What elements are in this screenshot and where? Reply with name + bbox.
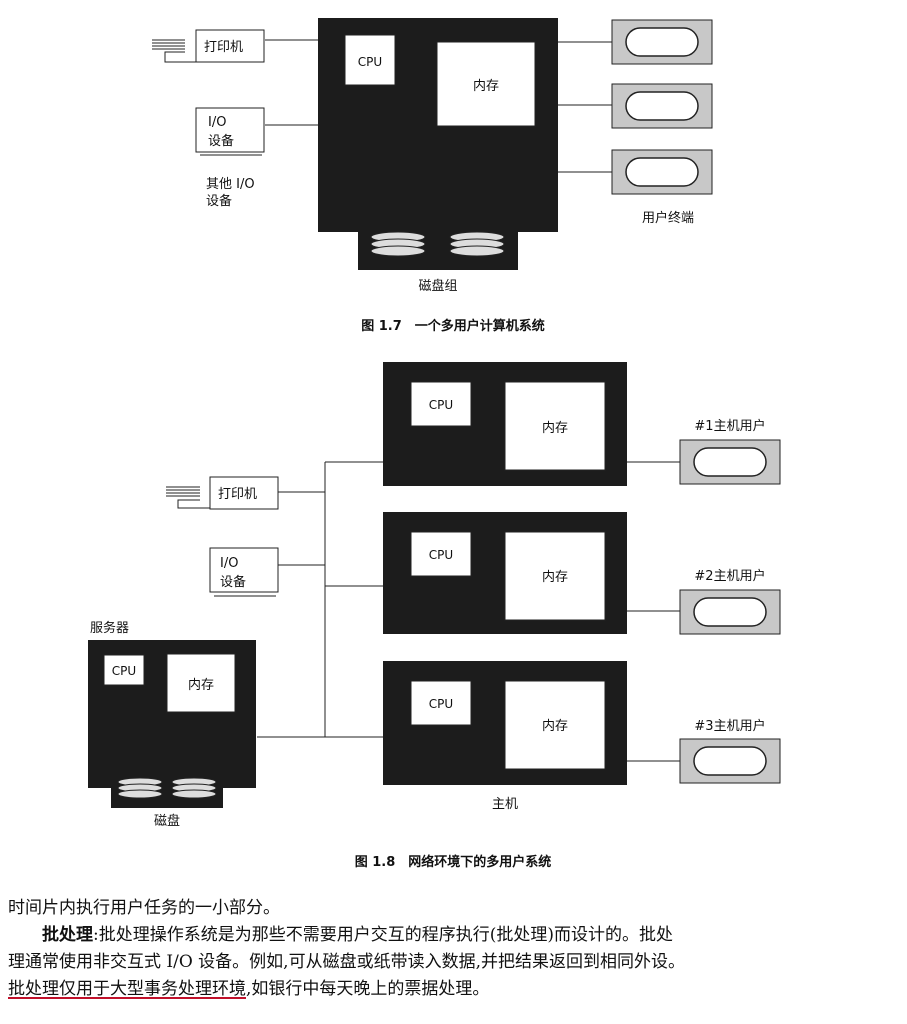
printer-label: 打印机 <box>218 487 257 502</box>
host-cpu-label: CPU <box>429 548 453 562</box>
body-paragraph-line: 时间片内执行用户任务的一小部分。 <box>8 896 900 921</box>
server-disk-label: 磁盘 <box>154 813 180 829</box>
io-device-label-2: 设备 <box>208 133 234 149</box>
terminal-icon <box>679 439 781 485</box>
io-device-label-1: I/O <box>220 556 238 571</box>
figure-caption: 图 1.8 网络环境下的多用户系统 <box>355 854 552 870</box>
cpu-box <box>344 34 396 86</box>
underlined-text: 批处理仅用于大型事务处理环境 <box>8 979 246 999</box>
cpu-label: CPU <box>358 55 382 69</box>
terminal-icon <box>611 19 713 65</box>
host-cpu-label: CPU <box>429 697 453 711</box>
body-text: ,如银行中每天晚上的票据处理。 <box>246 979 490 999</box>
terminal-icon <box>679 738 781 784</box>
printer-label: 打印机 <box>204 40 243 55</box>
printer-icon <box>166 476 279 510</box>
figure-1-8: 打印机 I/O 设备 服务器 CPU 内存 磁盘 CPU 内存 #1主机用户 <box>88 362 781 870</box>
host-cpu-box <box>410 680 472 726</box>
terminal-icon <box>679 589 781 635</box>
host-cpu-box <box>410 381 472 427</box>
io-device-label-1: I/O <box>208 115 226 130</box>
io-device-label-2: 设备 <box>220 574 246 590</box>
host-user-label: #3主机用户 <box>694 718 765 734</box>
other-io-label-1: 其他 I/O <box>206 177 255 192</box>
disk-platters-left <box>370 231 426 257</box>
server-label: 服务器 <box>90 620 129 636</box>
host-memory-box <box>504 680 606 770</box>
host-memory-label: 内存 <box>542 569 568 585</box>
body-paragraph-line: 批处理仅用于大型事务处理环境,如银行中每天晚上的票据处理。 <box>8 977 900 1002</box>
server-cpu-box <box>103 654 145 686</box>
host-label: 主机 <box>492 797 518 812</box>
printer-icon <box>152 29 265 63</box>
body-paragraph-line: 批处理:批处理操作系统是为那些不需要用户交互的程序执行(批处理)而设计的。批处 <box>8 923 900 948</box>
server-memory-label: 内存 <box>188 677 214 693</box>
server-disk-platters <box>117 777 217 799</box>
user-terminal-label: 用户终端 <box>642 210 694 226</box>
figure-1-7: 打印机 I/O 设备 其他 I/O 设备 CPU 内存 磁盘组 <box>152 18 713 334</box>
host-cpu-box <box>410 531 472 577</box>
disk-platters-right <box>449 231 505 257</box>
io-device-box <box>209 547 279 593</box>
host-memory-label: 内存 <box>542 420 568 436</box>
terminal-icon <box>611 149 713 195</box>
body-text: :批处理操作系统是为那些不需要用户交互的程序执行(批处理)而设计的。批处 <box>93 925 673 945</box>
body-text: 时间片内执行用户任务的一小部分。 <box>8 898 280 918</box>
body-text: 理通常使用非交互式 I/O 设备。例如,可从磁盘或纸带读入数据,并把结果返回到相… <box>8 952 685 972</box>
memory-box <box>436 41 536 127</box>
host-memory-box <box>504 381 606 471</box>
host-user-label: #1主机用户 <box>694 418 765 434</box>
server-memory-box <box>166 653 236 713</box>
other-io-label-2: 设备 <box>206 193 232 209</box>
host-memory-box <box>504 531 606 621</box>
server-cpu-label: CPU <box>112 664 136 678</box>
host-cpu-label: CPU <box>429 398 453 412</box>
body-paragraph-line: 理通常使用非交互式 I/O 设备。例如,可从磁盘或纸带读入数据,并把结果返回到相… <box>8 950 900 975</box>
batch-term: 批处理 <box>42 925 93 945</box>
memory-label: 内存 <box>473 78 499 94</box>
terminal-icon <box>611 83 713 129</box>
io-device-box <box>195 107 265 153</box>
host-memory-label: 内存 <box>542 718 568 734</box>
host-user-label: #2主机用户 <box>694 568 765 584</box>
disk-group-label: 磁盘组 <box>418 278 457 294</box>
figure-caption: 图 1.7 一个多用户计算机系统 <box>361 318 545 334</box>
